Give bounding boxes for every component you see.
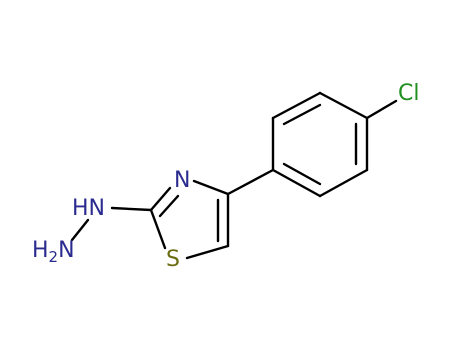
atom-chlorine: Cl (398, 81, 419, 106)
atom-sulfur: S (166, 247, 180, 272)
bond-aryl-thiazole (226, 168, 275, 196)
bond-n-c2-inner (158, 194, 180, 218)
bond-benzene-inner-3 (282, 162, 322, 186)
bond-c2-s (149, 208, 167, 250)
atom-labels: Cl N HN H2N S (32, 81, 419, 272)
nh2-n: N (58, 238, 74, 263)
bond-c2-nh (110, 206, 153, 212)
bond-benzene-inner-1 (282, 103, 322, 126)
bond-benzene-5 (271, 168, 322, 198)
nh2-subscript: 2 (49, 248, 59, 266)
atom-nh2: H2N (32, 238, 75, 266)
bonds (70, 91, 398, 260)
nh2-h: H (32, 238, 49, 263)
bond-benzene-4 (318, 168, 369, 198)
bond-n-c2-outer (149, 186, 172, 212)
bond-benzene-1 (271, 91, 322, 120)
bond-nh-nh2 (70, 218, 90, 242)
bond-benzene-2 (318, 91, 369, 120)
bond-c-cl (365, 99, 398, 120)
bond-s-c5 (185, 244, 230, 260)
atom-nitrogen-ring: N (174, 168, 190, 193)
bond-c4-n (192, 179, 230, 196)
atom-nh: HN (72, 196, 105, 221)
